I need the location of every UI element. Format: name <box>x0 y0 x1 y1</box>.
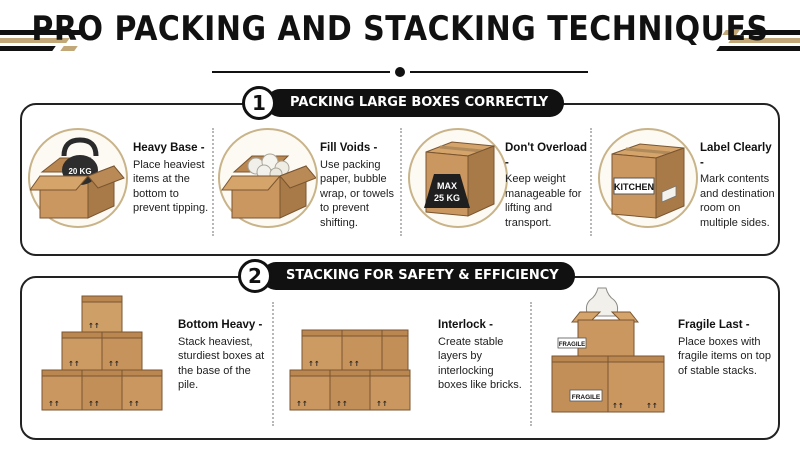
tip-bottom-heavy: Bottom Heavy - Stack heaviest, sturdiest… <box>178 318 268 393</box>
tip-heavy-base: Heavy Base - Place heaviest items at the… <box>133 141 211 216</box>
tip-title: Don't Overload - <box>505 142 587 169</box>
section-2-heading: STACKING FOR SAFETY & EFFICIENCY <box>262 262 575 290</box>
tip-text: Stack heaviest, sturdiest boxes at the b… <box>178 335 265 392</box>
fragile-label: FRAGILE <box>572 394 601 401</box>
tip-text: Mark contents and destination room on mu… <box>700 173 775 229</box>
svg-text:↑↑: ↑↑ <box>296 400 308 408</box>
max-label: MAX <box>437 181 457 191</box>
section-1-divider <box>400 128 402 236</box>
svg-text:↑↑: ↑↑ <box>336 400 348 408</box>
max-weight-box-icon: MAX 25 KG <box>424 141 495 217</box>
svg-text:↑↑: ↑↑ <box>88 400 100 408</box>
svg-text:↑↑: ↑↑ <box>646 402 658 410</box>
svg-text:↑↑: ↑↑ <box>612 402 624 410</box>
section-1-divider <box>590 128 592 236</box>
kitchen-label: KITCHEN <box>614 182 654 192</box>
fragile-on-top-icon: FRAGILE FRAGILE ↑↑ ↑↑ <box>551 287 665 413</box>
svg-text:↑↑: ↑↑ <box>308 360 320 368</box>
tip-interlock: Interlock - Create stable layers by inte… <box>438 318 524 393</box>
svg-text:↑↑: ↑↑ <box>376 400 388 408</box>
kettlebell-weight-label: 20 KG <box>68 167 91 176</box>
title-rule-right <box>410 71 588 73</box>
section-2-number: 2 <box>238 259 272 293</box>
packing-paper-box-icon <box>221 153 316 219</box>
section-2-divider <box>530 302 532 426</box>
svg-text:↑↑: ↑↑ <box>48 400 60 408</box>
tip-fill-voids: Fill Voids - Use packing paper, bubble w… <box>320 141 400 230</box>
tip-title: Interlock - <box>438 319 493 331</box>
section-2-divider <box>272 302 274 426</box>
fragile-label: FRAGILE <box>559 342 585 348</box>
max-weight-label: 25 KG <box>434 193 460 203</box>
pyramid-stack-icon: ↑↑ ↑↑ ↑↑ ↑↑ ↑↑ ↑↑ <box>41 295 163 411</box>
svg-text:↑↑: ↑↑ <box>68 360 80 368</box>
section-1-divider <box>212 128 214 236</box>
tip-title: Bottom Heavy - <box>178 319 263 331</box>
labeled-box-icon: KITCHEN <box>611 143 685 219</box>
svg-text:↑↑: ↑↑ <box>108 360 120 368</box>
tip-title: Fragile Last - <box>678 319 750 331</box>
kettlebell-in-box-icon: 20 KG <box>30 137 125 219</box>
tip-text: Use packing paper, bubble wrap, or towel… <box>320 158 394 229</box>
tip-title: Heavy Base - <box>133 142 205 154</box>
section-1-number: 1 <box>242 86 276 120</box>
svg-text:↑↑: ↑↑ <box>348 360 360 368</box>
title-dot <box>395 67 405 77</box>
svg-text:↑↑: ↑↑ <box>88 322 100 330</box>
tip-fragile-last: Fragile Last - Place boxes with fragile … <box>678 318 774 378</box>
svg-text:↑↑: ↑↑ <box>128 400 140 408</box>
tip-text: Keep weight manageable for lifting and t… <box>505 173 582 229</box>
section-1-heading: PACKING LARGE BOXES CORRECTLY <box>266 89 565 117</box>
tip-label-clearly: Label Clearly - Mark contents and destin… <box>700 141 776 230</box>
tip-text: Place boxes with fragile items on top of… <box>678 335 771 377</box>
tip-title: Fill Voids - <box>320 142 378 154</box>
tip-dont-overload: Don't Overload - Keep weight manageable … <box>505 141 589 230</box>
tip-title: Label Clearly - <box>700 142 772 169</box>
interlocked-stack-icon: ↑↑ ↑↑ ↑↑ ↑↑ ↑↑ <box>289 329 411 411</box>
title-rule-left <box>212 71 390 73</box>
tip-text: Place heaviest items at the bottom to pr… <box>133 158 209 215</box>
tip-text: Create stable layers by interlocking box… <box>438 335 522 392</box>
page-title: PRO PACKING AND STACKING TECHNIQUES <box>31 9 769 50</box>
